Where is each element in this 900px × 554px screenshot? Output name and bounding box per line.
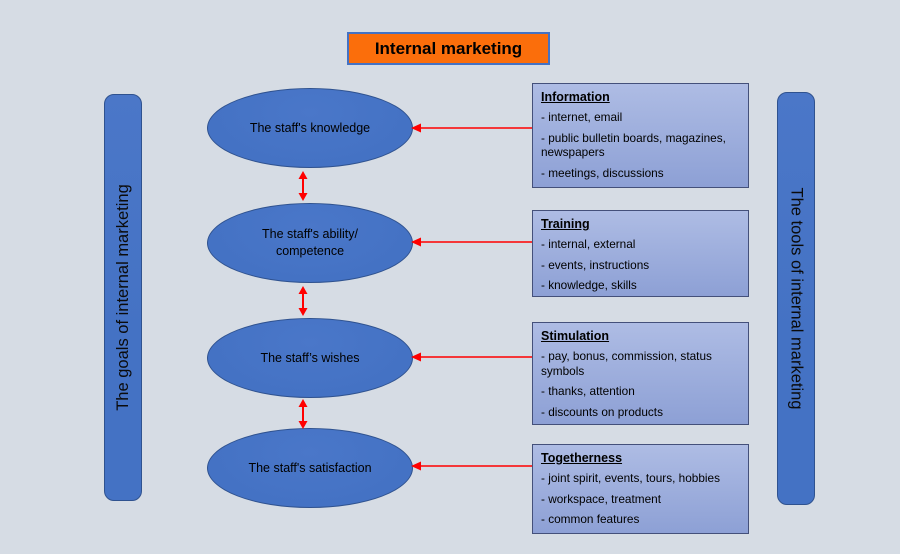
box-information-item: - internet, email xyxy=(541,110,623,124)
box-togetherness: Togetherness - joint spirit, events, tou… xyxy=(532,444,749,534)
arrow-training-to-ability-icon xyxy=(411,236,532,248)
diagram-title: Internal marketing xyxy=(374,38,523,58)
box-togetherness-item: - joint spirit, events, tours, hobbies xyxy=(541,471,721,485)
box-training-item: - internal, external xyxy=(541,237,636,251)
ellipse-staff-wishes: The staff’s wishes xyxy=(207,318,413,398)
box-togetherness-heading: Togetherness xyxy=(541,451,623,465)
arrow-stimulation-to-wishes-icon xyxy=(411,351,532,363)
arrow-togetherness-to-satisfaction-icon xyxy=(411,460,532,472)
goals-bar: The goals of internal marketing xyxy=(104,94,142,501)
box-training-item: - knowledge, skills xyxy=(541,278,637,293)
box-training: Training - internal, external - events, … xyxy=(532,210,749,297)
double-arrow-knowledge-ability-icon xyxy=(297,171,309,201)
box-information-item: - meetings, discussions xyxy=(541,166,664,181)
goals-bar-label: The goals of internal marketing xyxy=(113,184,132,411)
box-stimulation: Stimulation - pay, bonus, commission, st… xyxy=(532,322,749,425)
tools-bar: The tools of internal marketing xyxy=(777,92,815,505)
arrow-information-to-knowledge-icon xyxy=(411,122,532,134)
box-information-item: - public bulletin boards, magazines, new… xyxy=(541,130,726,160)
box-stimulation-heading: Stimulation xyxy=(541,329,610,343)
box-training-item: - events, instructions xyxy=(541,257,650,272)
ellipse-staff-knowledge: The staff's knowledge xyxy=(207,88,413,168)
ellipse-staff-ability: The staff's ability/ competence xyxy=(207,203,413,283)
double-arrow-ability-wishes-icon xyxy=(297,286,309,316)
box-information: Information - internet, email - public b… xyxy=(532,83,749,188)
ellipse-staff-satisfaction: The staff's satisfaction xyxy=(207,428,413,508)
box-training-heading: Training xyxy=(541,217,590,231)
box-information-heading: Information xyxy=(541,90,610,104)
diagram-title-box: Internal marketing xyxy=(347,32,550,65)
box-stimulation-item: - pay, bonus, commission, status symbols xyxy=(541,349,712,378)
box-stimulation-item: - thanks, attention xyxy=(541,384,635,399)
tools-bar-label: The tools of internal marketing xyxy=(787,187,806,410)
box-togetherness-item: - workspace, treatment xyxy=(541,491,661,506)
box-togetherness-item: - common features xyxy=(541,512,640,527)
box-stimulation-item: - discounts on products xyxy=(541,405,663,420)
double-arrow-wishes-satisfaction-icon xyxy=(297,399,309,429)
